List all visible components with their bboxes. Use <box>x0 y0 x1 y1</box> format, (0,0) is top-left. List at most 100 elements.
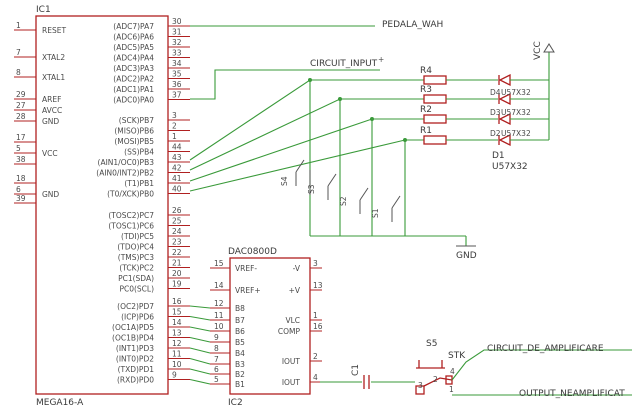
pb0-wire <box>189 139 420 192</box>
led-value: U57X32 <box>492 162 528 172</box>
s5-pin1: 1 <box>449 385 454 394</box>
ic1-right-pin-number: 31 <box>172 28 182 37</box>
ic1-right-pin-label: (ADC7)PA7 <box>113 22 154 31</box>
ic1-right-pin-label: (SCK)PB7 <box>119 116 154 125</box>
ic2-value: DAC0800D <box>228 247 277 257</box>
ic1-left-pin-number: 1 <box>16 21 21 30</box>
ic1-left-pin-number: 6 <box>16 185 21 194</box>
pb3-wire <box>189 79 420 161</box>
ic1-right-pin-number: 13 <box>172 329 182 338</box>
ic1-right-pin-label: (T1)PB1 <box>124 179 154 188</box>
switch-s4-name: S4 <box>280 176 289 186</box>
ic1-right-pin-number: 32 <box>172 38 182 47</box>
ic1-right-pin-label: (T0/XCK)PB0 <box>107 190 154 199</box>
ic1-left-pin-label: XTAL1 <box>42 73 65 82</box>
ic2-left-pin-label: B3 <box>235 360 245 369</box>
ic1-left-pin-number: 5 <box>16 144 21 153</box>
ic1-right-pin-number: 42 <box>172 164 182 173</box>
switch-s4-lever <box>295 159 305 173</box>
ic1-left-pins: 1RESET7XTAL28XTAL129AREF27AVCC28GND175VC… <box>14 21 66 204</box>
ic1-right-pin-label: (TOSC1)PC6 <box>108 222 154 231</box>
junction <box>338 97 342 101</box>
ic1: IC1 MEGA16-A 1RESET7XTAL28XTAL129AREF27A… <box>14 5 190 408</box>
ic1-right-pin-label: (OC1A)PD5 <box>112 323 154 332</box>
ic1-right-pin-label: (AIN0/INT2)PB2 <box>96 169 154 178</box>
ic1-left-pin-number: 28 <box>16 112 26 121</box>
ic2: DAC0800D IC2 15VREF-14VREF+12B811B710B69… <box>210 247 323 408</box>
ic1-right-pin-number: 25 <box>172 217 182 226</box>
ic2-left-pin-number: 5 <box>214 375 219 384</box>
circuit-input-label: CIRCUIT_INPUT <box>310 59 378 69</box>
led-ref: D4 <box>490 88 501 97</box>
ic1-left-pin-number: 7 <box>16 48 21 57</box>
out-label: OUTPUT_NEAMPLIFICAT <box>519 389 625 399</box>
led-ref: D2 <box>490 129 501 138</box>
ic1-right-pin-number: 11 <box>172 350 182 359</box>
ic1-right-pin-label: (TCK)PC2 <box>119 264 154 273</box>
ic1-right-pin-number: 21 <box>172 259 182 268</box>
ic2-left-pin-number: 7 <box>214 355 219 364</box>
ic1-body <box>35 15 169 395</box>
ic1-left-pin-number: 29 <box>16 90 26 99</box>
ic1-right-pin-number: 2 <box>172 122 177 131</box>
switch-s2-lever <box>359 187 369 201</box>
ic1-left-pin-number: 18 <box>16 174 26 183</box>
switch-s3-lever <box>327 173 337 187</box>
ic1-right-pin-number: 34 <box>172 59 182 68</box>
ic1-right-pin-number: 35 <box>172 70 182 79</box>
led-value-short: U57X32 <box>501 129 531 138</box>
ic1-right-pin-number: 16 <box>172 297 182 306</box>
ic2-left-pin-number: 6 <box>214 365 219 374</box>
ic2-left-pin-label: B7 <box>235 316 245 325</box>
amp-wire <box>451 349 632 381</box>
ic2-right-pin-label: -V <box>293 264 301 273</box>
switch-s3-name: S3 <box>307 184 316 194</box>
ic1-right-pin-label: (INT0)PD2 <box>116 355 154 364</box>
ic2-right-pin-number: 1 <box>313 311 318 320</box>
ic2-left-pin-number: 11 <box>214 311 224 320</box>
ic1-left-pin-number: 38 <box>16 155 26 164</box>
ic1-left-pin-label: XTAL2 <box>42 53 65 62</box>
ic1-right-pin-number: 19 <box>172 280 182 289</box>
ic1-right-pin-label: (TXD)PD1 <box>118 365 155 374</box>
resistor-label: R2 <box>420 105 432 115</box>
junction <box>370 117 374 121</box>
ic2-left-pin-number: 12 <box>214 299 224 308</box>
ic1-right-pin-number: 36 <box>172 80 182 89</box>
ic2-right-pin-label: VLC <box>285 316 300 325</box>
resistor-label: R1 <box>420 126 432 136</box>
ic1-right-pin-number: 37 <box>172 91 182 100</box>
ic2-right-pin-number: 3 <box>313 259 318 268</box>
pedala-label: PEDALA_WAH <box>382 20 443 30</box>
resistor-label: R4 <box>420 66 432 76</box>
ic1-value: MEGA16-A <box>36 398 84 408</box>
led-icon <box>498 73 511 87</box>
ic1-right-pin-label: (ADC3)PA3 <box>113 64 154 73</box>
junction <box>308 78 312 82</box>
circuit-input-plus: + <box>378 55 384 64</box>
ic2-left-pin-label: B4 <box>235 349 245 358</box>
led-value-short: U57X32 <box>501 108 531 117</box>
ic2-left-pin-label: B6 <box>235 327 245 336</box>
ic1-right-pin-number: 10 <box>172 360 182 369</box>
switch-s1-lever <box>391 195 401 209</box>
ic1-right-pin-label: (ADC5)PA5 <box>113 43 154 52</box>
ic2-left-pin-number: 8 <box>214 344 219 353</box>
ic1-right-pin-label: (ADC0)PA0 <box>113 96 154 105</box>
ic2-right-pin-label: +V <box>289 286 301 295</box>
ic1-left-pin-label: VCC <box>42 149 58 158</box>
ic1-right-pin-label: (OC1B)PD4 <box>112 334 154 343</box>
led-part: D1 <box>492 151 505 161</box>
gnd-label: GND <box>456 251 477 261</box>
ic2-left-pins: 15VREF-14VREF+12B811B710B69B58B47B36B25B… <box>210 259 261 389</box>
ic2-name: IC2 <box>228 398 243 408</box>
ic2-left-pin-label: B1 <box>235 380 245 389</box>
pb1-wire <box>189 118 420 182</box>
ic1-right-pin-label: PC0(SCL) <box>119 285 154 294</box>
ic2-left-pin-number: 14 <box>214 281 224 290</box>
vcc-label: VCC <box>533 41 543 60</box>
s5-contact <box>423 377 453 387</box>
